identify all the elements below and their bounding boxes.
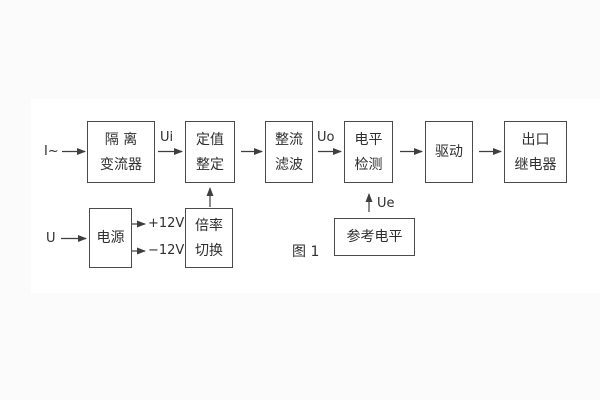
block-text-line1: 出口 xyxy=(521,131,550,148)
block-reference-level: 参考电平 xyxy=(334,218,415,256)
label-input-current: I~ xyxy=(44,144,59,159)
label-minus12v: −12V xyxy=(148,243,185,258)
block-driver: 驱动 xyxy=(425,121,473,183)
block-text-line1: 驱动 xyxy=(435,144,463,160)
label-uo: Uo xyxy=(317,130,335,145)
block-text-line2: 继电器 xyxy=(514,156,557,173)
block-isolation-transformer: 隔 离 变流器 xyxy=(87,121,155,183)
block-text-line2: 检测 xyxy=(354,156,383,173)
block-text-line1: 电平 xyxy=(354,131,383,148)
block-level-detector: 电平 检测 xyxy=(344,121,393,183)
figure-caption: 图 1 xyxy=(292,244,320,260)
label-ui: Ui xyxy=(160,130,174,145)
block-text-line2: 滤波 xyxy=(275,156,303,173)
label-ue: Ue xyxy=(377,196,395,211)
block-text-line1: 倍率 xyxy=(195,217,223,234)
block-rectifier-filter: 整流 滤波 xyxy=(265,121,313,183)
block-power-supply: 电源 xyxy=(89,208,132,268)
block-ratio-switch: 倍率 切换 xyxy=(185,208,233,268)
label-input-voltage: U xyxy=(46,231,56,246)
block-text-line1: 整流 xyxy=(275,131,303,148)
block-text-line1: 定值 xyxy=(196,131,224,148)
block-text-line1: 参考电平 xyxy=(346,229,403,245)
block-text-line2: 变流器 xyxy=(100,156,142,173)
block-output-relay: 出口 继电器 xyxy=(504,121,567,183)
block-text-line1: 隔 离 xyxy=(104,131,138,148)
block-text-line2: 切换 xyxy=(195,242,223,259)
label-plus12v: +12V xyxy=(148,216,185,231)
block-setpoint-adjust: 定值 整定 xyxy=(185,121,235,183)
block-text-line1: 电源 xyxy=(96,230,125,246)
block-text-line2: 整定 xyxy=(196,156,224,173)
